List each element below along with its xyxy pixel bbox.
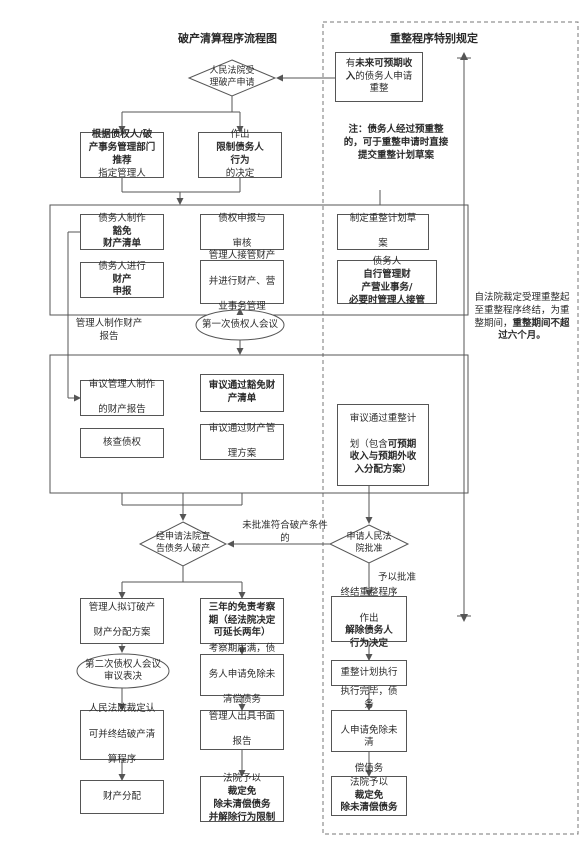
approval-diamond-text: 申请人民法院批准 [346, 532, 392, 554]
exempt-property-list-box: 债务人制作豁免财产清单 [80, 213, 164, 250]
self-management-box: 债务人自行管理财产营业事务/必要时管理人接管 [337, 256, 437, 306]
second-meeting-text: 第二次债权人会议审议表决 [84, 658, 161, 682]
reorg-apply-box: 有未来可预期收入的债务人申请重整 [335, 52, 423, 102]
verify-claims-box: 核查债权 [80, 428, 164, 458]
review-report-box: 审议管理人制作的财产报告 [80, 379, 164, 416]
phase2-group [49, 354, 469, 494]
pass-exempt-list-box: 审议通过豁免财产清单 [200, 374, 284, 412]
reorganization-region [322, 21, 579, 835]
debtor-apply-exemption-box: 考察期届满，债务人申请免除未清偿债务 [200, 643, 284, 705]
execution-complete-box: 执行完毕，债务人申请免除未清偿债务 [331, 686, 407, 774]
probation-period-box: 三年的免责考察期（经法院决定可延长两年） [200, 598, 284, 644]
takeover-box: 管理人接管财产并进行财产、营业事务管理 [200, 250, 284, 312]
terminate-reorg-box: 终结重整程序作出解除债务人行为决定 [331, 587, 407, 649]
first-meeting-text: 第一次债权人会议 [201, 318, 278, 330]
granted-label: 予以批准 [378, 572, 417, 583]
start-diamond-text: 人民法院受理破产申请 [209, 66, 255, 88]
restrict-debtor-box: 作出限制债务人行为的决定 [198, 129, 282, 179]
appoint-administrator-box: 根据债权人/破产事务管理部门推荐指定管理人 [80, 129, 164, 179]
distribution-plan-box: 管理人拟订破产财产分配方案 [80, 598, 164, 644]
claims-review-box: 债权申报与审核 [200, 213, 284, 250]
exemption-ruling-box: 法院予以裁定免除未清偿债务并解除行为限制 [200, 773, 284, 823]
admin-written-report-box: 管理人出具书面报告 [200, 710, 284, 750]
pass-management-plan-box: 审议通过财产管理方案 [200, 423, 284, 460]
admin-report-label: 管理人制作财产报告 [75, 318, 143, 342]
reorg-period-arrow-down [460, 614, 468, 622]
second-meeting-ellipse [76, 653, 170, 689]
pre-reorg-note: 注：债务人经过预重整的，可于重整申请时直接提交重整计划草案 [343, 124, 449, 161]
plan-execution-box: 重整计划执行 [331, 660, 407, 686]
left-header: 破产清算程序流程图 [178, 32, 277, 45]
not-approved-label: 未批准符合破产条件的 [242, 520, 328, 544]
reorg-period-arrow-up [460, 52, 468, 60]
draft-plan-box: 制定重整计划草案 [337, 213, 429, 250]
court-terminate-box: 人民法院裁定认可并终结破产清算程序 [80, 703, 164, 765]
reorg-period-note: 自法院裁定受理重整起至重整程序终结，为重整期间，重整期间不超过六个月。 [474, 292, 570, 342]
reorg-exemption-ruling-box: 法院予以裁定免除未清偿债务 [331, 776, 407, 816]
property-declaration-box: 债务人进行财产申报 [80, 261, 164, 298]
pass-reorg-plan-box: 审议通过重整计划（包含可预期收入与预期外收入分配方案） [337, 404, 429, 486]
property-distribution-box: 财产分配 [80, 780, 164, 814]
right-header: 重整程序特别规定 [390, 32, 478, 45]
bankruptcy-diamond-text: 经申请法院宣告债务人破产 [155, 532, 210, 554]
